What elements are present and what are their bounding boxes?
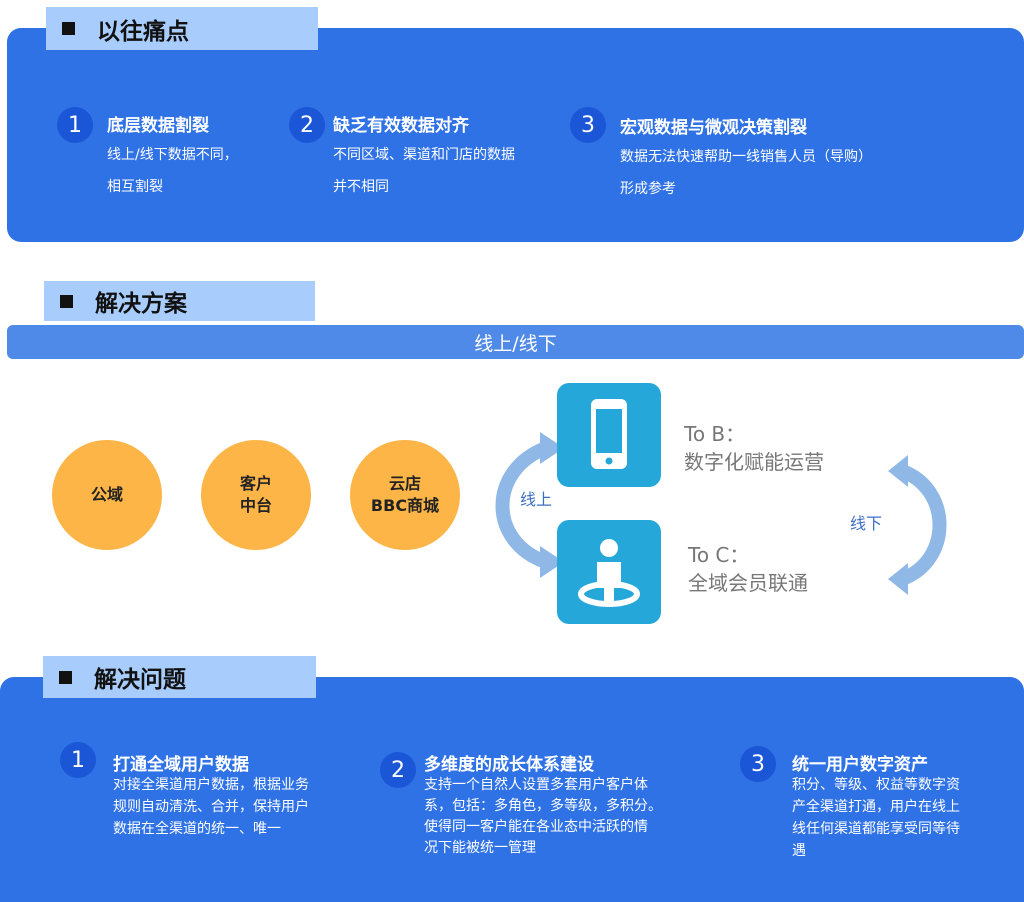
online-curved-arrow [495, 432, 564, 578]
square-bullet-icon [60, 294, 73, 308]
circle-public-domain: 公域 [52, 440, 162, 550]
section-title: 解决问题 [94, 667, 186, 693]
desc-line: 线上/线下数据不同， [107, 147, 238, 163]
offline-label: 线下 [850, 514, 883, 533]
desc-line: 对接全渠道用户数据，根据业务 [113, 777, 309, 793]
desc-line: 数据在全渠道的统一、唯一 [113, 821, 281, 837]
phone-icon [591, 399, 627, 469]
desc-line: 积分、等级、权益等数字资 [792, 777, 960, 793]
desc-line: 使得同一客户能在各业态中活跃的情 [424, 819, 648, 835]
circle-label: 云店 [388, 474, 421, 493]
offline-curved-arrow [888, 455, 947, 595]
desc-line: 线任何渠道都能享受同等待 [792, 821, 960, 837]
circle-customer-platform: 客户 中台 [201, 440, 311, 550]
circle-label: 客户 [239, 474, 272, 493]
item-title: 宏观数据与微观决策割裂 [620, 118, 807, 138]
toc-title: To C： [688, 543, 750, 567]
number-badge: 1 [57, 107, 93, 143]
desc-line: 不同区域、渠道和门店的数据 [333, 147, 515, 163]
problems-solved-panel [0, 677, 1024, 902]
number-badge: 1 [60, 742, 96, 778]
item-desc: 积分、等级、权益等数字资 产全渠道打通，用户在线上 线任何渠道都能享受同等待 遇 [792, 774, 1012, 862]
desc-line: 并不相同 [333, 179, 389, 195]
desc-line: 遇 [792, 843, 806, 859]
desc-line: 况下能被统一管理 [424, 840, 536, 856]
number-badge: 2 [289, 107, 325, 143]
tob-title: To B： [684, 422, 746, 446]
item-desc: 不同区域、渠道和门店的数据 并不相同 [333, 143, 573, 199]
desc-line: 支持一个自然人设置多套用户客户体 [424, 777, 648, 793]
item-title: 统一用户数字资产 [792, 755, 928, 775]
toc-icon-box [557, 520, 661, 624]
section-title: 解决方案 [95, 291, 187, 317]
item-desc: 对接全渠道用户数据，根据业务 规则自动清洗、合并，保持用户 数据在全渠道的统一、… [113, 774, 363, 840]
desc-line: 数据无法快速帮助一线销售人员（导购） [620, 149, 872, 165]
number-badge: 3 [740, 746, 776, 782]
section-tag-solution: 解决方案 [44, 281, 315, 321]
past-pain-points-panel [7, 28, 1024, 242]
circle-label: 中台 [239, 496, 272, 515]
desc-line: 规则自动清洗、合并，保持用户 [113, 799, 309, 815]
section-tag-problems: 解决问题 [43, 656, 316, 698]
item-title: 多维度的成长体系建设 [424, 755, 594, 775]
online-offline-bar: 线上/线下 [7, 325, 1024, 359]
item-desc: 支持一个自然人设置多套用户客户体 系，包括：多角色，多等级，多积分。 使得同一客… [424, 775, 714, 859]
item-desc: 线上/线下数据不同， 相互割裂 [107, 143, 337, 199]
square-bullet-icon [62, 22, 75, 35]
tob-desc: 数字化赋能运营 [684, 450, 824, 474]
person-icon [578, 539, 640, 607]
circle-label: BBC商城 [370, 496, 440, 515]
online-label: 线上 [520, 490, 553, 509]
item-title: 打通全域用户数据 [113, 755, 249, 775]
toc-label: To C： 全域会员联通 [688, 541, 808, 597]
desc-line: 产全渠道打通，用户在线上 [792, 799, 960, 815]
toc-desc: 全域会员联通 [688, 571, 808, 595]
number-badge: 2 [380, 752, 416, 788]
item-title: 缺乏有效数据对齐 [333, 116, 469, 136]
circle-label: 公域 [90, 485, 123, 504]
desc-line: 系，包括：多角色，多等级，多积分。 [424, 798, 662, 814]
tob-label: To B： 数字化赋能运营 [684, 420, 824, 476]
desc-line: 相互割裂 [107, 179, 163, 195]
desc-line: 形成参考 [620, 181, 676, 197]
tob-icon-box [557, 383, 661, 487]
section-tag-past: 以往痛点 [46, 7, 318, 50]
circle-cloud-store: 云店 BBC商城 [350, 440, 460, 550]
item-title: 底层数据割裂 [107, 116, 209, 136]
number-badge: 3 [570, 107, 606, 143]
square-bullet-icon [59, 670, 72, 684]
item-desc: 数据无法快速帮助一线销售人员（导购） 形成参考 [620, 145, 960, 201]
section-title: 以往痛点 [97, 18, 189, 45]
